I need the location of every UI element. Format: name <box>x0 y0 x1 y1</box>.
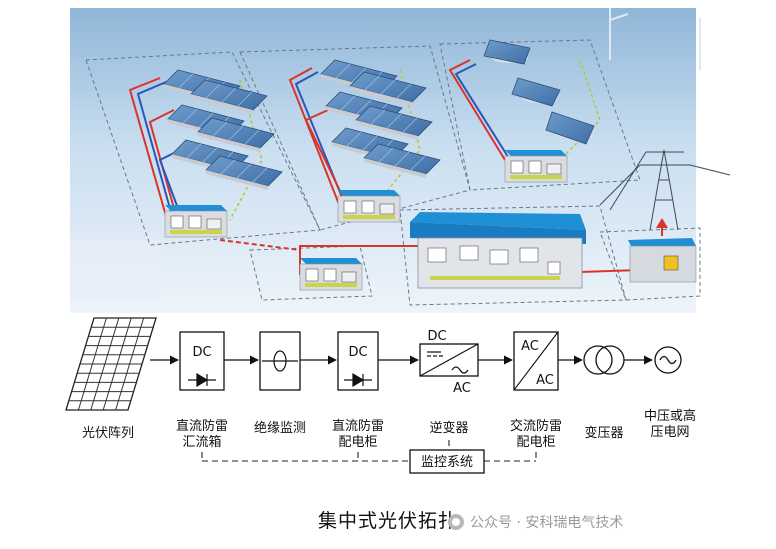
insulation-label: 绝缘监测 <box>254 420 306 436</box>
monitoring-system-box: 监控系统 <box>409 449 485 474</box>
ac-cabinet-in-label: AC <box>521 339 539 354</box>
ac-cabinet-label-1: 交流防雷 <box>510 418 562 434</box>
sine-icon <box>451 366 469 374</box>
diagram-caption: 集中式光伏拓扑 <box>317 510 458 532</box>
signal-cabling <box>229 59 601 221</box>
dc-cabinet-label-2: 配电柜 <box>338 435 377 450</box>
field-boundaries <box>85 39 701 306</box>
diode-icon <box>344 372 372 388</box>
pv-trackers <box>483 39 595 145</box>
ac-cabinet-label-2: 配电柜 <box>516 435 555 450</box>
ac-cabinet-box: AC AC <box>513 331 559 391</box>
transmission-tower <box>599 149 731 231</box>
dc-combiner-symbol: DC <box>192 345 211 360</box>
dc-cabinet-box: DC <box>337 331 379 391</box>
dc-cabinet-label-1: 直流防雷 <box>332 418 384 434</box>
watermark-text: 公众号 · 安科瑞电气技术 <box>470 515 624 531</box>
dc-bars-icon <box>427 351 443 357</box>
wind-turbines <box>609 8 701 70</box>
monitoring-label: 监控系统 <box>421 455 473 470</box>
topology-diagram: DC DC DC AC A <box>65 317 696 474</box>
inverter-box: DC AC <box>419 329 479 396</box>
pv-array-label: 光伏阵列 <box>82 426 134 441</box>
dc-cabinet-symbol: DC <box>348 345 367 360</box>
transformer-label: 变压器 <box>584 425 623 441</box>
dc-combiner-box: DC <box>179 331 225 391</box>
grid-label-1: 中压或高 <box>644 408 696 424</box>
grid-label-2: 压电网 <box>650 425 689 440</box>
ac-cabinet-out-label: AC <box>536 373 554 388</box>
pv-array-icon <box>65 317 157 411</box>
ac-source-icon <box>654 346 682 374</box>
plant-illustration <box>70 8 731 313</box>
dc-combiner-label-2: 汇流箱 <box>182 434 221 450</box>
watermark: 公众号 · 安科瑞电气技术 <box>448 512 623 532</box>
inverter-dc-label: DC <box>427 329 446 344</box>
dc-combiner-label-1: 直流防雷 <box>176 418 228 434</box>
insulation-monitor-box <box>259 331 301 391</box>
inverter-label: 逆变器 <box>429 420 468 436</box>
inverter-ac-label: AC <box>453 381 471 396</box>
wechat-logo-icon <box>448 514 464 530</box>
transformer-station <box>628 218 697 283</box>
monitoring-bus <box>201 440 537 462</box>
inverter-house <box>410 212 586 289</box>
diode-icon <box>188 372 216 388</box>
transformer-icon <box>583 345 625 375</box>
